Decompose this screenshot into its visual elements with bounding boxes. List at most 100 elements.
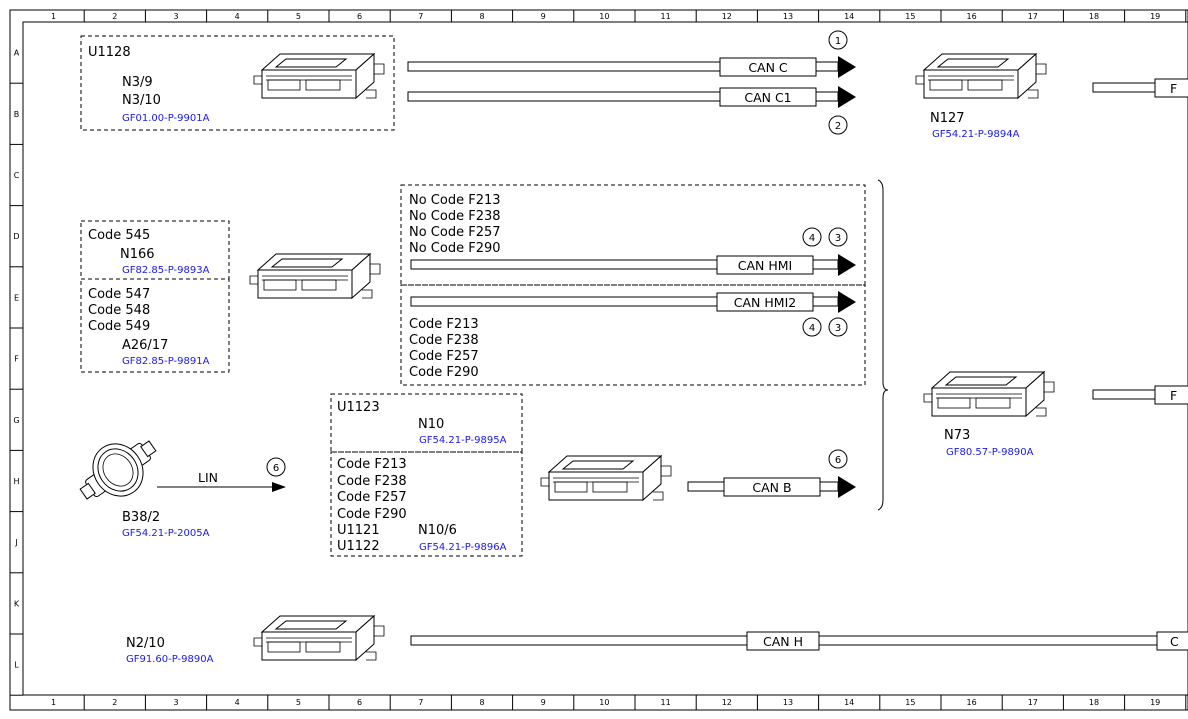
grid-col-label: 16 [967,698,977,707]
bus-can-c1: CAN C1 2 [407,86,856,135]
module-n127-tail: F [1170,81,1177,96]
frame-outer [9,9,1188,711]
grid-col-label: 7 [418,698,423,707]
sensor-b38-2: B38/2 GF54.21-P-2005A [79,440,210,539]
grid-col-label: 17 [1028,12,1038,21]
grid-col-label: 4 [235,12,240,21]
module-n73-tail: F [1170,388,1177,403]
group-brace [877,179,889,511]
grid-col-label: 14 [844,698,854,707]
bus-can-h-tail: C [1170,634,1179,649]
grid-row-label: E [14,293,19,302]
grid-col-label: 15 [905,698,915,707]
grid-col-label: 19 [1150,698,1160,707]
ecu-n127-icon [915,53,1047,99]
grid-col-label: 11 [661,698,671,707]
sensor-b38-2-ref: GF54.21-P-2005A [122,528,210,539]
box-u1128-title: U1128 [88,45,131,60]
circle-3-top: 3 [835,233,841,244]
bus-can-b: CAN B 6 [687,449,856,498]
grid-row-label: D [13,232,19,241]
bus-can-c-label: CAN C [748,60,788,75]
grid-col-label: 7 [418,12,423,21]
hmi-nocode-2: No Code F238 [409,209,501,224]
grid-col-label: 2 [112,12,117,21]
circle-4-top: 4 [809,233,815,244]
ecu-u1128-icon [253,53,385,99]
bus-can-b-label: CAN B [752,480,791,495]
grid-col-label: 19 [1150,12,1160,21]
grid-col-label: 14 [844,12,854,21]
circle-6-lin: 6 [273,463,279,474]
module-n73: N73 GF80.57-P-9890A F [923,371,1188,458]
hmi-code-2: Code F238 [409,333,479,348]
module-n127: N127 GF54.21-P-9894A F [915,53,1188,140]
box-n10-6-code-1: Code F213 [337,457,407,472]
box-code545-name: N166 [120,247,155,262]
box-code547-line1: Code 547 [88,287,150,302]
grid-col-label: 8 [479,12,484,21]
circle-6-canb: 6 [835,455,841,466]
ecu-n10-icon [540,455,672,501]
module-n73-name: N73 [944,428,970,443]
grid-row-label: K [14,599,20,608]
box-u1128-line2: N3/10 [122,93,161,108]
sensor-b38-2-name: B38/2 [122,510,160,525]
ecu-n166-icon [249,253,381,299]
box-u1123-name: N10 [418,417,444,432]
ecu-n73-icon [923,371,1055,417]
grid-row-label: F [14,355,19,364]
rain-light-sensor-icon [79,440,157,500]
box-u1128-line1: N3/9 [122,75,153,90]
box-u1123: U1123 N10 GF54.21-P-9895A [330,393,523,453]
module-n2-10-ref: GF91.60-P-9890A [126,654,214,665]
grid-col-label: 1 [51,12,56,21]
circle-3-bottom: 3 [835,323,841,334]
bus-can-c: CAN C 1 [407,30,856,78]
grid-col-label: 15 [905,12,915,21]
hmi-code-1: Code F213 [409,317,479,332]
grid-row-label: H [13,477,19,486]
bus-can-h-label: CAN H [763,634,803,649]
grid-row-label: A [14,49,20,58]
box-n10-6-code-6: U1122 [337,539,380,554]
box-code547-line2: Code 548 [88,303,150,318]
grid-col-label: 5 [296,12,301,21]
grid-col-label: 3 [173,12,178,21]
bus-can-hmi2-label: CAN HMI2 [734,295,796,310]
circle-4-bottom: 4 [809,323,815,334]
module-n73-ref: GF80.57-P-9890A [946,447,1034,458]
grid-col-label: 5 [296,698,301,707]
box-n10-6-name: N10/6 [418,523,457,538]
grid-col-label: 1 [51,698,56,707]
module-n2-10: N2/10 GF91.60-P-9890A [126,615,385,665]
box-code545-line1: Code 545 [88,228,150,243]
box-code547-ref: GF82.85-P-9891A [122,356,210,367]
grid-col-label: 9 [541,698,546,707]
grid-col-label: 13 [783,698,793,707]
box-code547: Code 547 Code 548 Code 549 A26/17 GF82.8… [80,278,230,373]
box-u1128: U1128 N3/9 N3/10 GF01.00-P-9901A [80,35,395,131]
grid-col-label: 2 [112,698,117,707]
bus-lin: LIN 6 [157,457,286,492]
hmi-nocode-3: No Code F257 [409,225,501,240]
grid-col-label: 3 [173,698,178,707]
box-n10-6-ref: GF54.21-P-9896A [419,542,507,553]
bus-can-c1-label: CAN C1 [744,90,791,105]
box-n10-6: Code F213 Code F238 Code F257 Code F290 … [330,451,523,557]
grid-col-label: 12 [722,12,732,21]
box-u1128-ref: GF01.00-P-9901A [122,113,210,124]
box-code547-line3: Code 549 [88,319,150,334]
box-n10-6-code-3: Code F257 [337,490,407,505]
box-code545-ref: GF82.85-P-9893A [122,265,210,276]
grid-row-label: G [13,416,19,425]
box-u1123-ref: GF54.21-P-9895A [419,435,507,446]
module-n127-ref: GF54.21-P-9894A [932,129,1020,140]
ecu-n2-10-icon [253,615,385,661]
module-n127-name: N127 [930,111,965,126]
bus-can-hmi-label: CAN HMI [738,258,792,273]
circle-1: 1 [835,36,841,47]
